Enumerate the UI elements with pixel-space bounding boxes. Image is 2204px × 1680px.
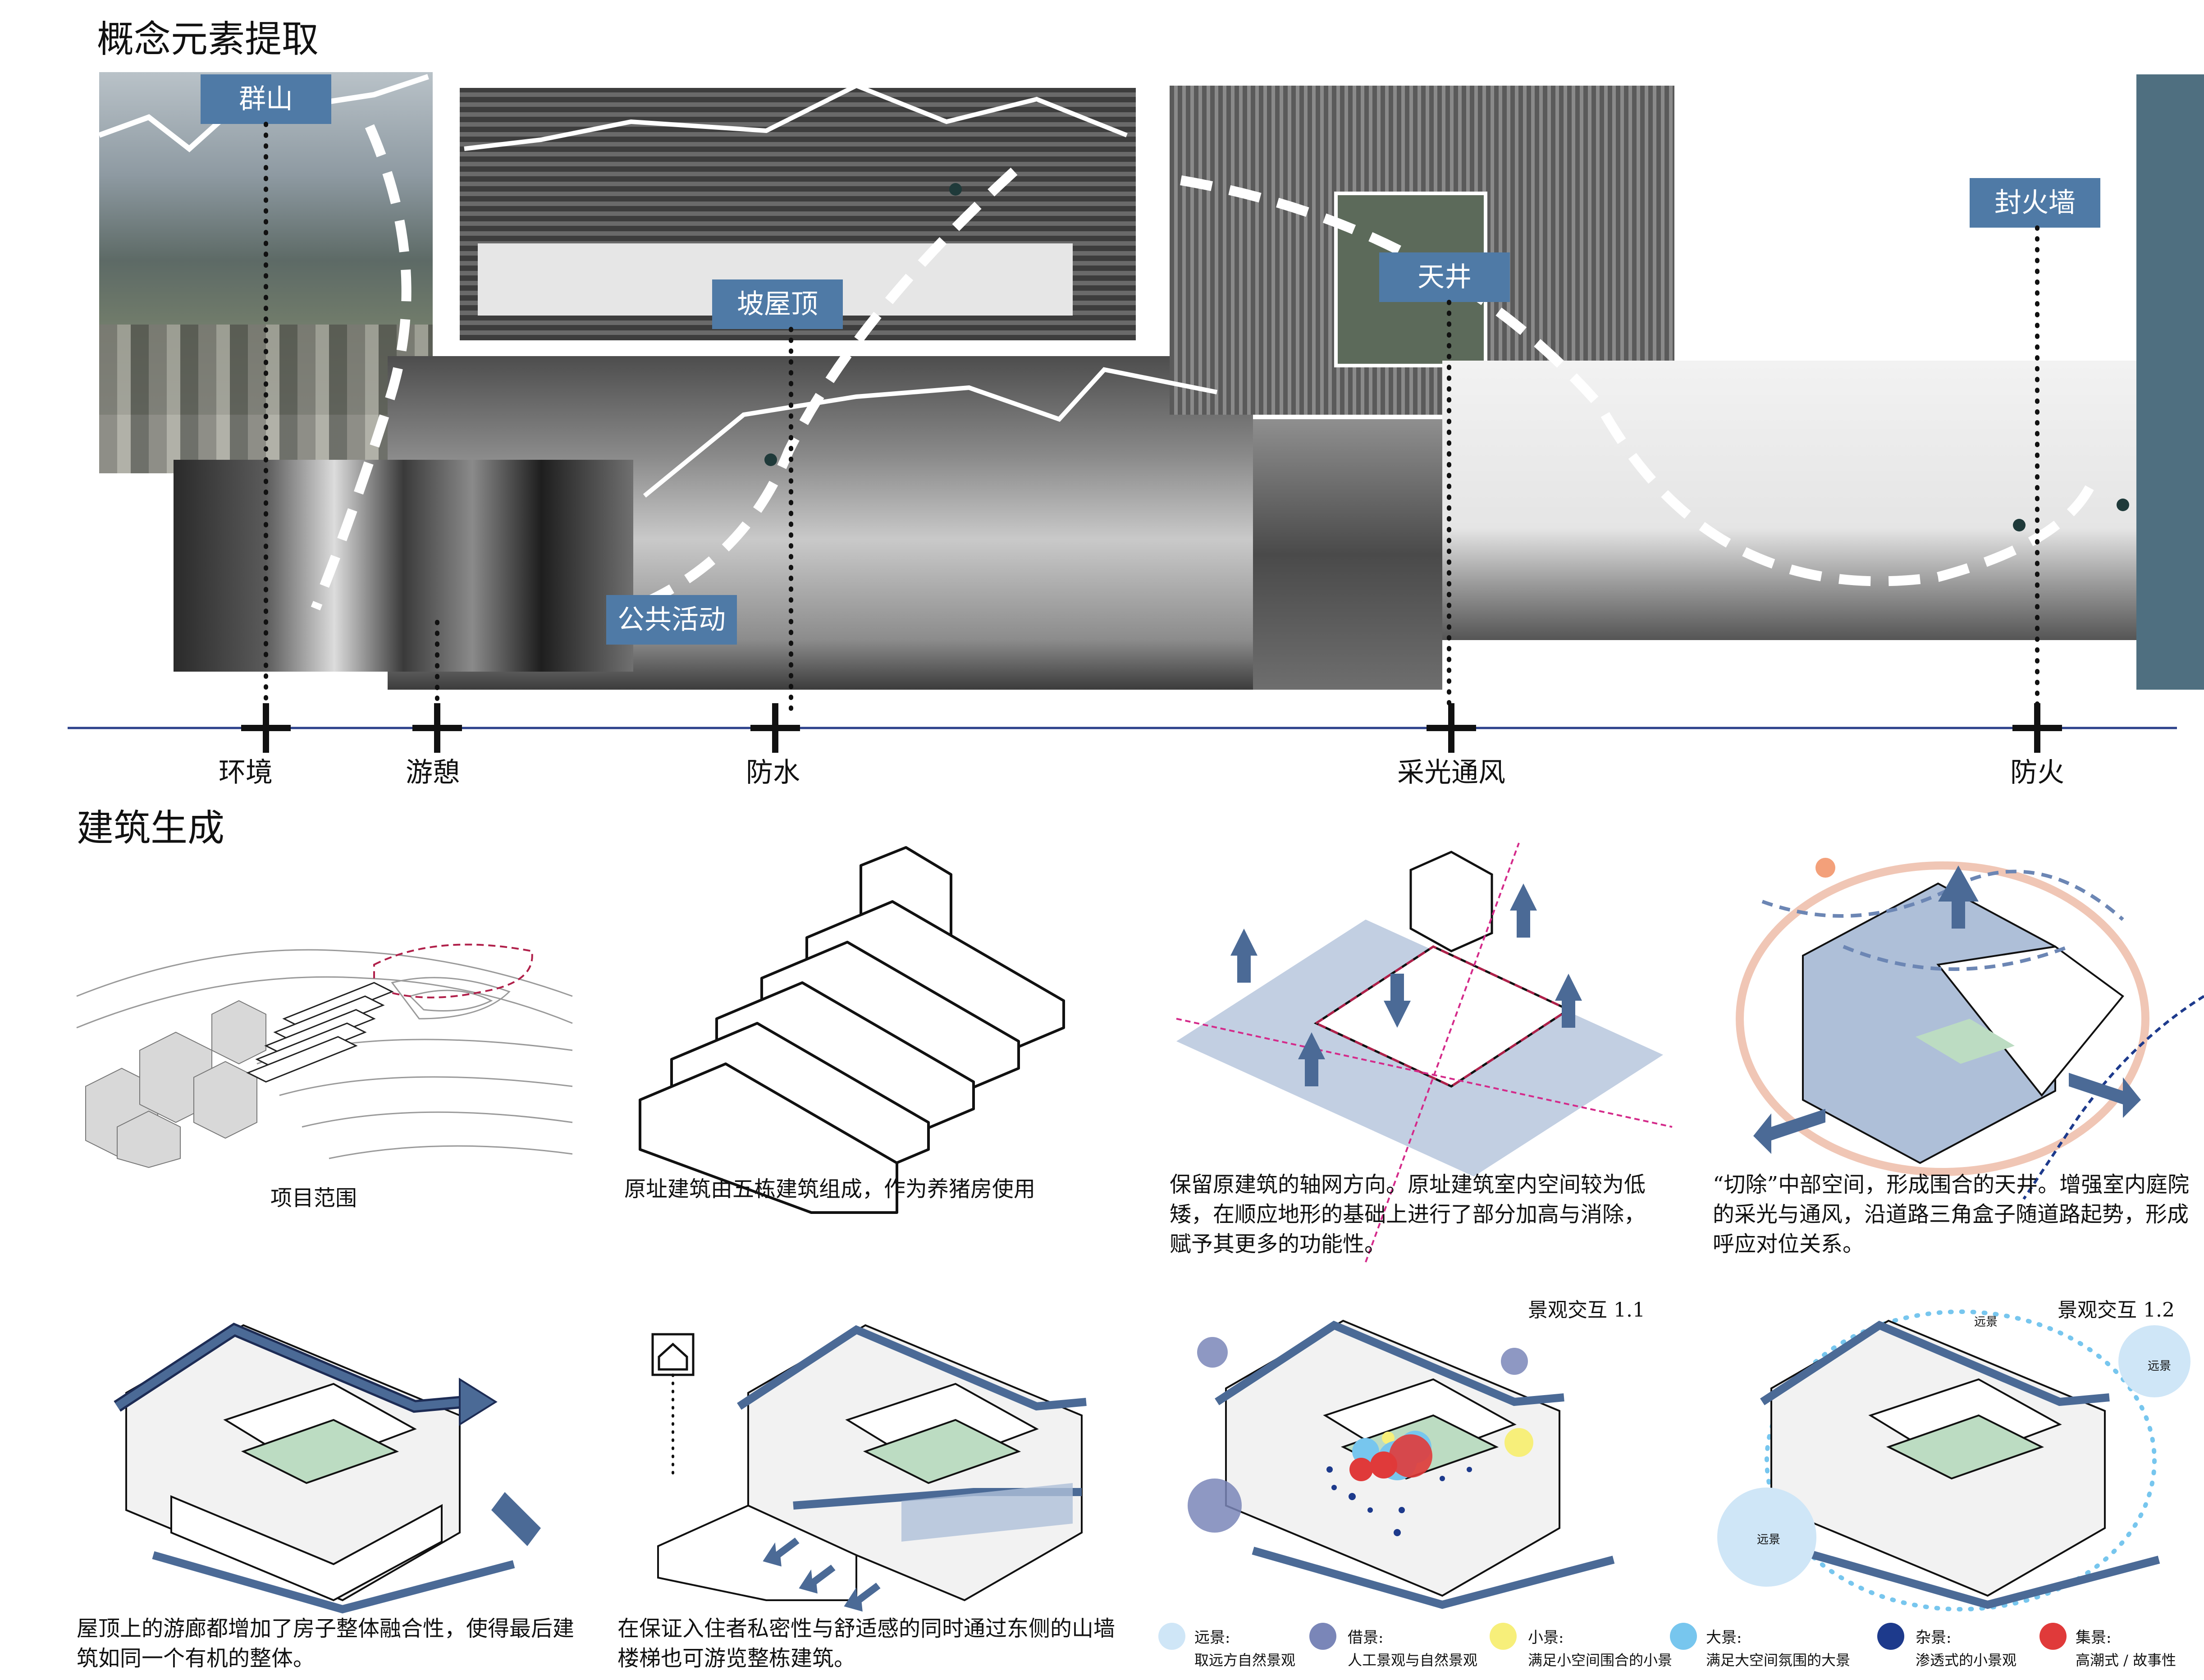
caption-site-range: 项目范围 [270, 1186, 357, 1211]
legend-title-small: 小景: [1528, 1629, 1564, 1647]
dashed-path-mid [629, 167, 1018, 613]
legend-title-gather: 集景: [2076, 1629, 2112, 1647]
timeline-label-environment: 环境 [219, 757, 273, 788]
generation-title: 建筑生成 [77, 807, 225, 850]
timeline-label-fireproof: 防火 [2010, 757, 2064, 788]
landscape-title-2: 景观交互 1.2 [2058, 1299, 2175, 1322]
legend-desc-large: 满足大空间氛围的大景 [1706, 1652, 1851, 1669]
legend-swatch-mixed [1877, 1623, 1904, 1650]
tag-public-activity: 公共活动 [606, 595, 737, 645]
caption-privacy-stairs: 在保证入住者私密性与舒适感的同时通过东侧的山墙楼梯也可游览整栋建筑。 [617, 1616, 1116, 1671]
diagram-landscape-2 [1717, 1309, 2190, 1611]
photo-white-walls [1442, 361, 2136, 640]
timeline [68, 122, 2177, 753]
node-dot [2117, 499, 2129, 511]
tag-firewall: 封火墙 [1970, 178, 2100, 228]
caption-courtyard-cut: “切除”中部空间，形成围合的天井。增强室内庭院的采光与通风，沿道路三角盒子随道路… [1713, 1172, 2190, 1257]
diagram-courtyard-cut [1736, 858, 2204, 1200]
timeline-label-lighting: 采光通风 [1397, 757, 1505, 788]
bubble-label-far-left: 远景 [1757, 1533, 1781, 1547]
tag-mountains: 群山 [201, 74, 331, 124]
legend-desc-mixed: 渗透式的小景观 [1916, 1652, 2017, 1669]
diagram-five-buildings [639, 846, 1065, 1214]
extraction-title: 概念元素提取 [97, 18, 319, 61]
house-outline [643, 367, 1217, 498]
dashed-path-left [311, 124, 412, 611]
bubble-far-left [1717, 1488, 1816, 1587]
diagram-landscape-1 [1188, 1319, 1615, 1609]
caption-five-buildings: 原址建筑由五栋建筑组成，作为养猪房使用 [624, 1176, 1036, 1202]
node-dot [2013, 519, 2026, 531]
diagram-site-range [76, 943, 573, 1168]
timeline-label-recreation: 游憩 [406, 757, 460, 788]
legend-swatch-gather [2039, 1623, 2067, 1650]
legend-title-borrowed: 借景: [1348, 1629, 1384, 1647]
node-dot [764, 453, 777, 466]
node-dot [949, 183, 962, 196]
timeline-label-waterproof: 防水 [746, 757, 800, 788]
bubble-label-far-right: 远景 [2148, 1360, 2172, 1373]
legend-swatch-large [1670, 1623, 1697, 1650]
legend-desc-gather: 高潮式 / 故事性 [2076, 1652, 2177, 1669]
bubble-far-right [2118, 1325, 2190, 1397]
legend-desc-far: 取远方自然景观 [1194, 1652, 1296, 1669]
diagram-axis-grid [1176, 842, 1673, 1263]
roof-outline [464, 83, 1128, 151]
site-boundary [373, 943, 533, 998]
diagram-roof-corridor [114, 1323, 541, 1614]
side-panel [2136, 74, 2204, 690]
tag-courtyard: 天井 [1379, 252, 1510, 302]
legend-swatch-far [1158, 1623, 1185, 1650]
legend-desc-borrowed: 人工景观与自然景观 [1348, 1652, 1478, 1669]
legend-title-mixed: 杂景: [1916, 1629, 1952, 1647]
dashed-path-right [1180, 175, 2101, 586]
house-icon [651, 1333, 695, 1376]
legend-title-large: 大景: [1706, 1629, 1742, 1647]
caption-axis-grid: 保留原建筑的轴网方向。原址建筑室内空间较为低矮，在顺应地形的基础上进行了部分加高… [1170, 1172, 1646, 1257]
tag-slope-roof: 坡屋顶 [712, 279, 843, 329]
photo-elders [174, 460, 633, 672]
photo-man [1253, 419, 1442, 690]
caption-roof-corridor: 屋顶上的游廊都增加了房子整体融合性，使得最后建筑如同一个有机的整体。 [77, 1616, 575, 1671]
diagram-privacy-stairs [651, 1324, 1087, 1612]
landscape-title-1: 景观交互 1.1 [1528, 1299, 1645, 1322]
sun-icon [1815, 858, 1835, 878]
legend-swatch-borrowed [1309, 1623, 1336, 1650]
legend-swatch-small [1490, 1623, 1517, 1650]
wall-outline [1689, 249, 2119, 300]
bubble-label-far-top: 远景 [1974, 1315, 1998, 1329]
legend-title-far: 远景: [1194, 1629, 1230, 1647]
legend-desc-small: 满足小空间围合的小景 [1528, 1652, 1673, 1669]
